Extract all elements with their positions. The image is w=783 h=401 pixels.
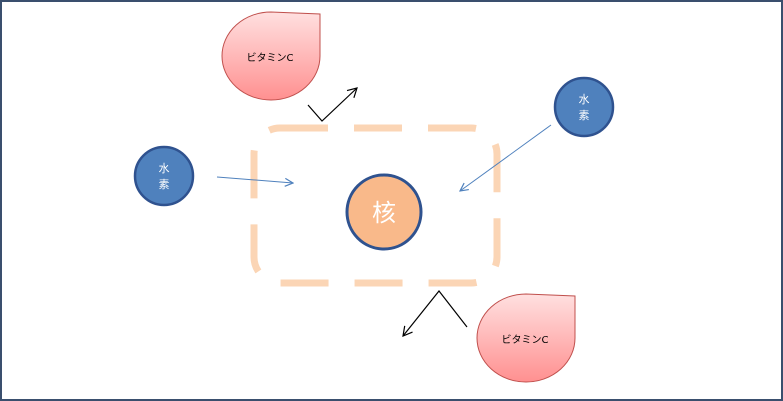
hydrogen-right: 水 素 — [553, 76, 615, 138]
arrow-hydrogen-right — [460, 124, 552, 191]
arrow-hydrogen-left — [216, 176, 293, 183]
vitamin-c-bottom: ビタミンC — [476, 293, 576, 383]
arrow-vitamin-c-bottom — [402, 290, 468, 337]
vitamin-c-top-label: ビタミンC — [247, 52, 294, 64]
hydrogen-left: 水 素 — [133, 145, 195, 207]
hydrogen-right-label-line2: 素 — [579, 109, 590, 122]
nucleus: 核 — [345, 173, 423, 251]
hydrogen-left-label-line1: 水 — [159, 162, 170, 175]
vitamin-c-top: ビタミンC — [221, 11, 321, 101]
arrow-vitamin-c-top — [307, 87, 358, 122]
hydrogen-right-label-line1: 水 — [579, 93, 590, 106]
vitamin-c-bottom-label: ビタミンC — [502, 334, 549, 346]
nucleus-label: 核 — [372, 199, 396, 227]
hydrogen-left-label-line2: 素 — [159, 178, 170, 191]
cell-boundary — [250, 124, 501, 287]
